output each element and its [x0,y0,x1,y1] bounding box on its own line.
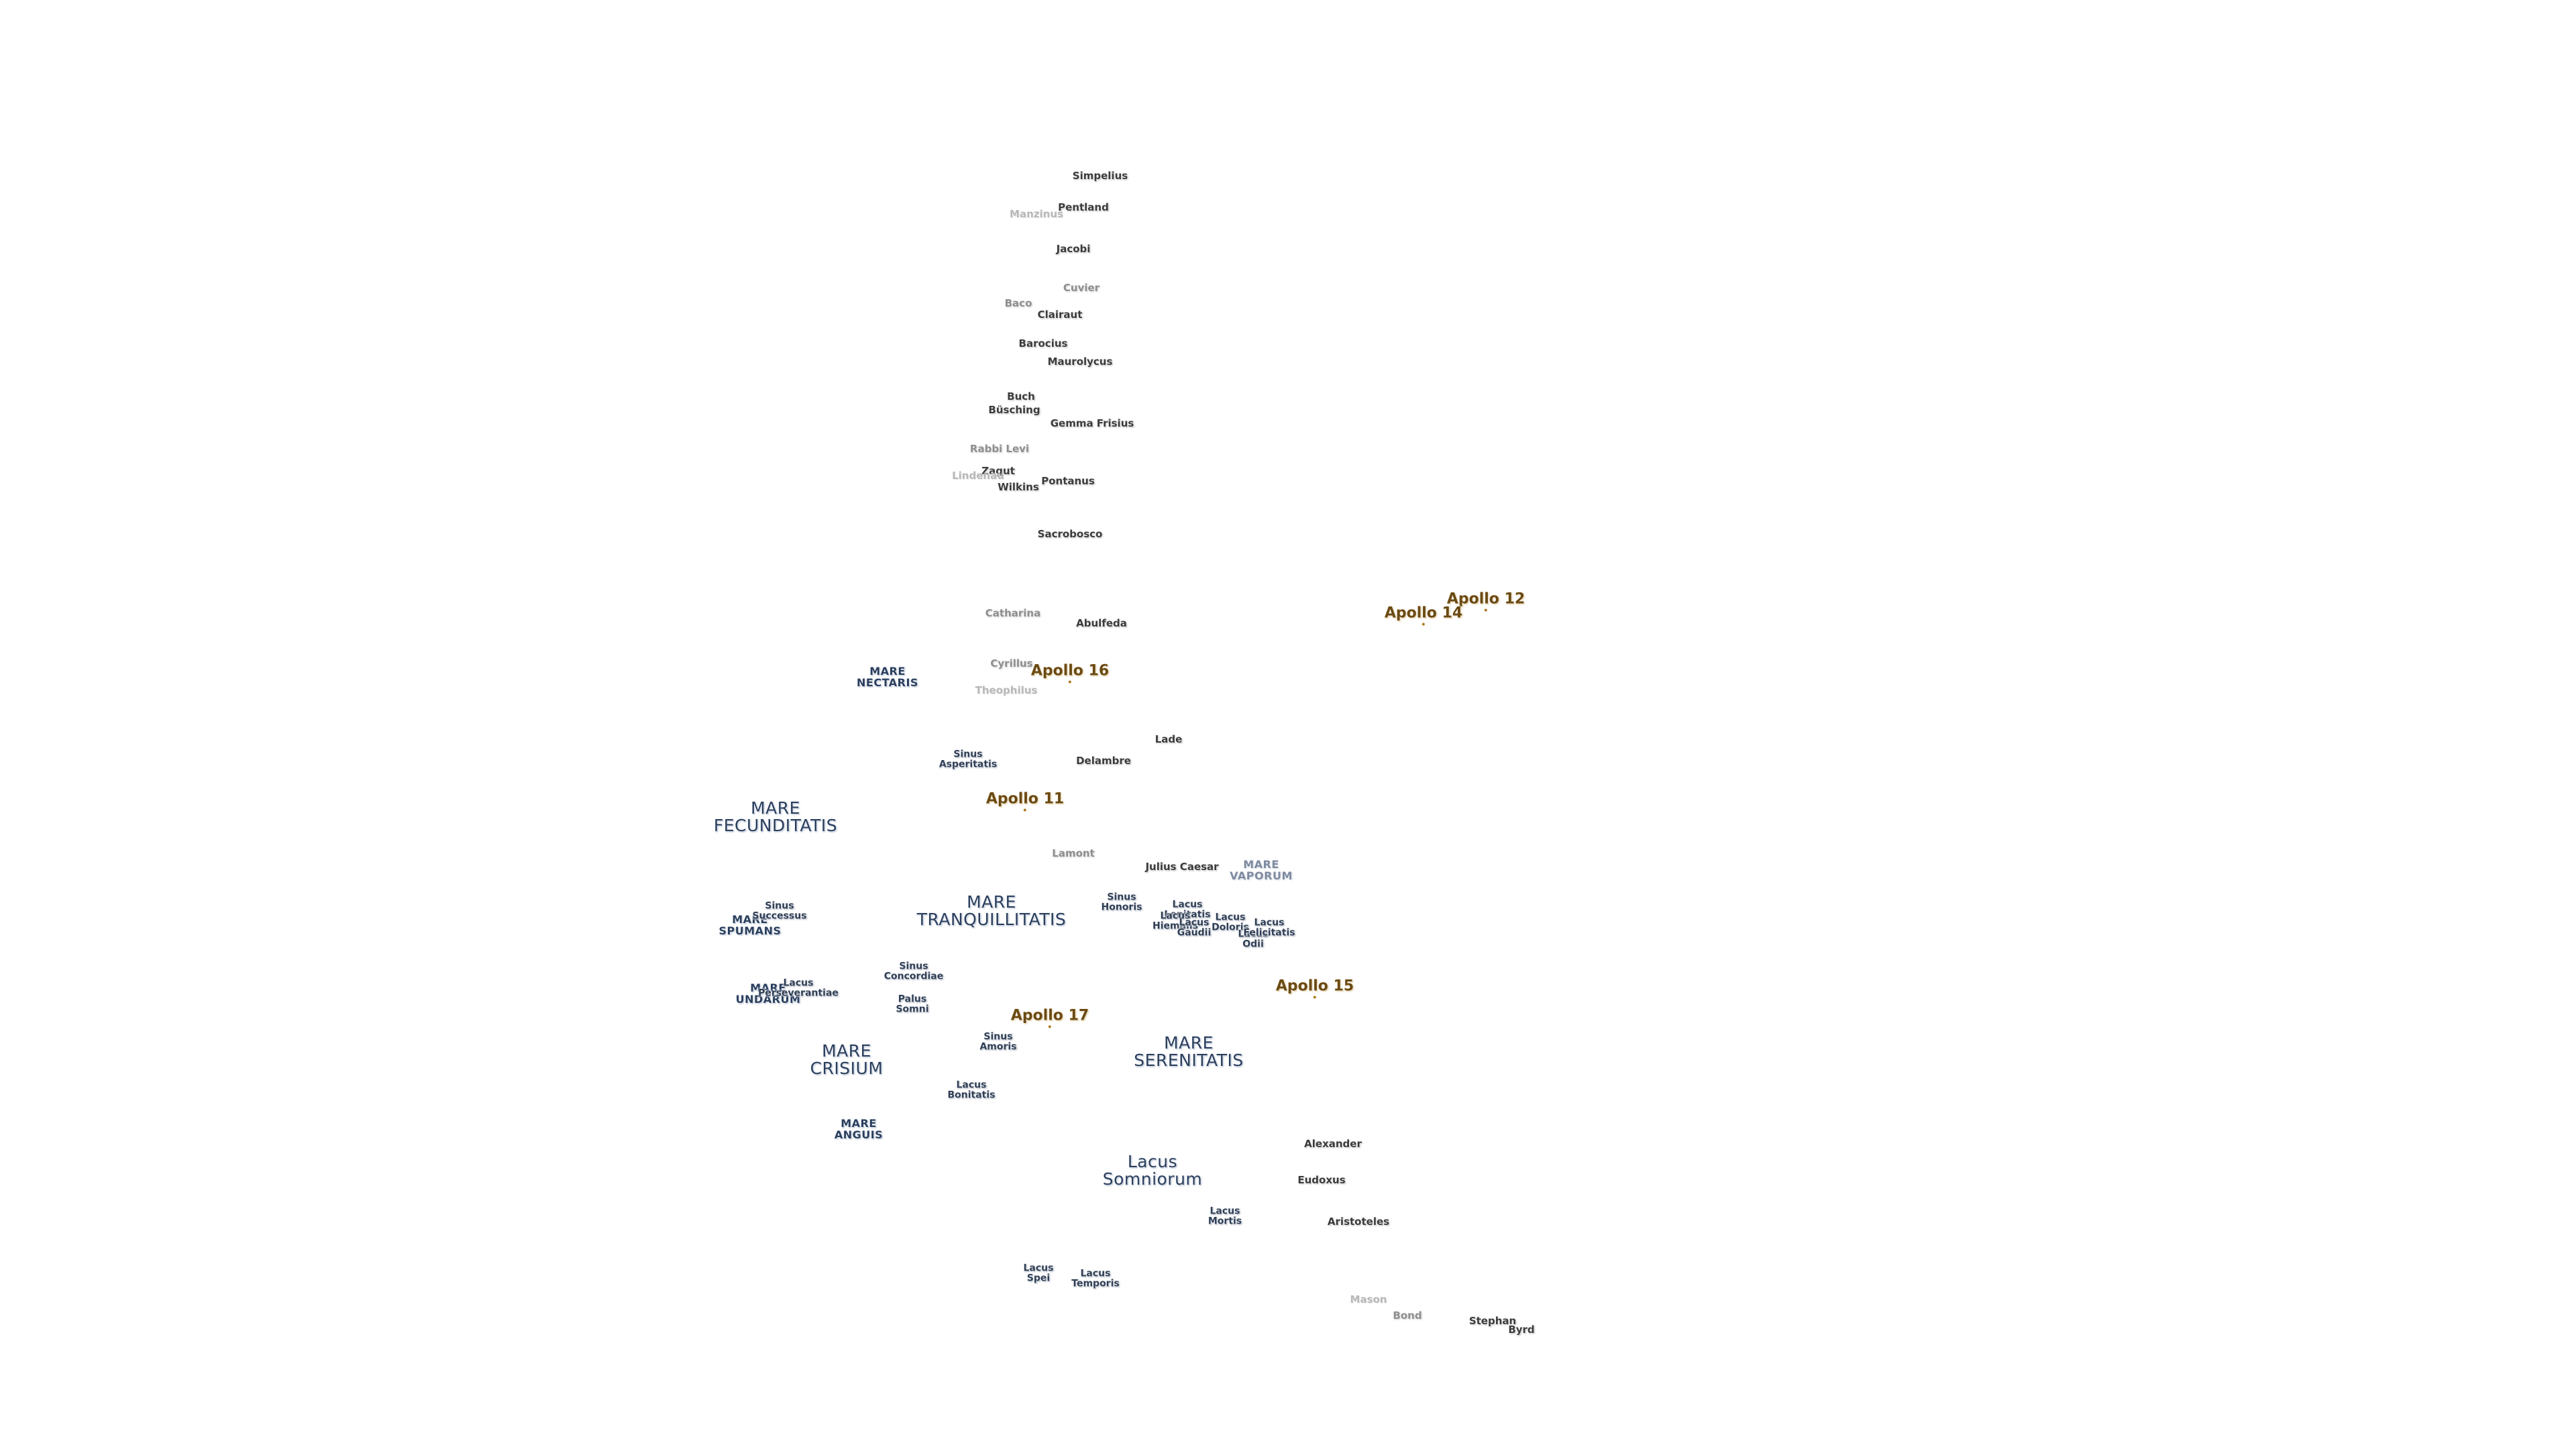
crater-label-eudoxus[interactable]: Eudoxus [1297,1174,1346,1187]
crater-label-stephan[interactable]: Stephan [1468,1315,1517,1328]
region-label-lacus-spei[interactable]: Lacus Spei [1023,1263,1054,1283]
region-label-lacus-temporis[interactable]: Lacus Temporis [1071,1268,1120,1289]
crater-label-maurolycus[interactable]: Maurolycus [1047,356,1113,368]
crater-label-barocius[interactable]: Barocius [1018,337,1068,350]
landing-site-apollo-14[interactable]: Apollo 14 [1384,604,1463,626]
landing-site-apollo-17[interactable]: Apollo 17 [1010,1007,1089,1028]
crater-label-manzinus[interactable]: Manzinus [1010,208,1063,221]
landing-site-apollo-15[interactable]: Apollo 15 [1275,977,1354,999]
region-label-lacus-odii[interactable]: Lacus Odii [1238,928,1269,949]
crater-label-simpelius[interactable]: Simpelius [1072,170,1128,182]
crater-label-wilkins[interactable]: Wilkins [998,481,1039,494]
crater-label-theophilus[interactable]: Theophilus [975,684,1038,697]
crater-label-cuvier[interactable]: Cuvier [1063,282,1100,294]
crater-label-pontanus[interactable]: Pontanus [1041,475,1095,488]
region-label-lacus-doloris[interactable]: Lacus Doloris [1212,912,1249,932]
region-label-lacus-hiemalis[interactable]: Lacus Hiemalis [1152,910,1198,931]
crater-label-rabbi-levi[interactable]: Rabbi Levi [969,443,1030,455]
crater-label-lamont[interactable]: Lamont [1052,847,1095,860]
crater-label-lindenau[interactable]: Lindenau [952,470,1004,482]
crater-label-delambre[interactable]: Delambre [1076,755,1131,767]
crater-label-aristoteles[interactable]: Aristoteles [1327,1216,1390,1228]
crater-label-abulfeda[interactable]: Abulfeda [1076,617,1127,630]
region-label-mare-vaporum[interactable]: MARE VAPORUM [1230,858,1293,882]
region-label-mare-serenitatis[interactable]: MARE SERENITATIS [1134,1032,1244,1070]
region-label-lacus-bonitatis[interactable]: Lacus Bonitatis [947,1079,996,1100]
crater-label-buch[interactable]: Buch [1007,390,1035,403]
crater-label-jacobi[interactable]: Jacobi [1056,243,1091,256]
region-label-mare-fecunditatis[interactable]: MARE FECUNDITATIS [713,798,838,835]
region-label-sinus-successus[interactable]: Sinus Successus [752,900,807,921]
crater-label-catharina[interactable]: Catharina [985,607,1041,620]
region-label-sinus-concordiae[interactable]: Sinus Concordiae [883,961,944,981]
crater-label-clairaut[interactable]: Clairaut [1037,309,1083,321]
region-label-lacus-felicitatis[interactable]: Lacus Felicitatis [1243,917,1295,938]
region-label-mare-undarum[interactable]: MARE UNDARUM [735,981,801,1006]
region-label-sinus-amoris[interactable]: Sinus Amoris [979,1031,1017,1052]
crater-label-julius-caesar[interactable]: Julius Caesar [1145,861,1219,873]
region-label-palus-somni[interactable]: Palus Somni [896,994,929,1014]
region-label-mare-crisium[interactable]: MARE CRISIUM [810,1040,883,1078]
crater-label-mason[interactable]: Mason [1350,1293,1387,1306]
region-label-sinus-honoris[interactable]: Sinus Honoris [1101,892,1142,912]
crater-label-bond[interactable]: Bond [1393,1309,1422,1322]
region-label-lacus-perseverantiae[interactable]: Lacus Perseverantiae [758,977,839,998]
crater-label-lade[interactable]: Lade [1155,733,1183,746]
crater-label-pentland[interactable]: Pentland [1058,201,1109,214]
crater-label-byrd[interactable]: Byrd [1508,1324,1535,1336]
region-label-lacus-somniorum[interactable]: Lacus Somniorum [1102,1151,1203,1189]
region-label-lacus-gaudii[interactable]: Lacus Gaudii [1177,917,1212,938]
region-label-lacus-mortis[interactable]: Lacus Mortis [1208,1205,1242,1226]
crater-label-zagut[interactable]: Zagut [981,465,1015,478]
region-label-mare-anguis[interactable]: MARE ANGUIS [834,1117,883,1141]
region-label-lacus-lenitatis[interactable]: Lacus Lenitatis [1164,899,1211,920]
crater-label-alexander[interactable]: Alexander [1304,1138,1362,1150]
crater-label-baco[interactable]: Baco [1004,297,1032,310]
crater-label-cyrillus[interactable]: Cyrillus [990,657,1033,670]
region-label-sinus-asperitatis[interactable]: Sinus Asperitatis [938,749,998,769]
crater-label-sacrobosco[interactable]: Sacrobosco [1037,528,1103,541]
region-label-mare-nectaris[interactable]: MARE NECTARIS [857,665,918,689]
crater-label-b-sching[interactable]: Büsching [988,404,1040,417]
landing-site-apollo-16[interactable]: Apollo 16 [1030,662,1110,684]
region-label-mare-tranquillitatis[interactable]: MARE TRANQUILLITATIS [916,892,1067,929]
landing-site-apollo-11[interactable]: Apollo 11 [985,790,1065,812]
region-label-mare-spumans[interactable]: MARE SPUMANS [718,913,782,937]
crater-label-gemma-frisius[interactable]: Gemma Frisius [1050,417,1134,430]
landing-site-apollo-12[interactable]: Apollo 12 [1446,590,1525,612]
